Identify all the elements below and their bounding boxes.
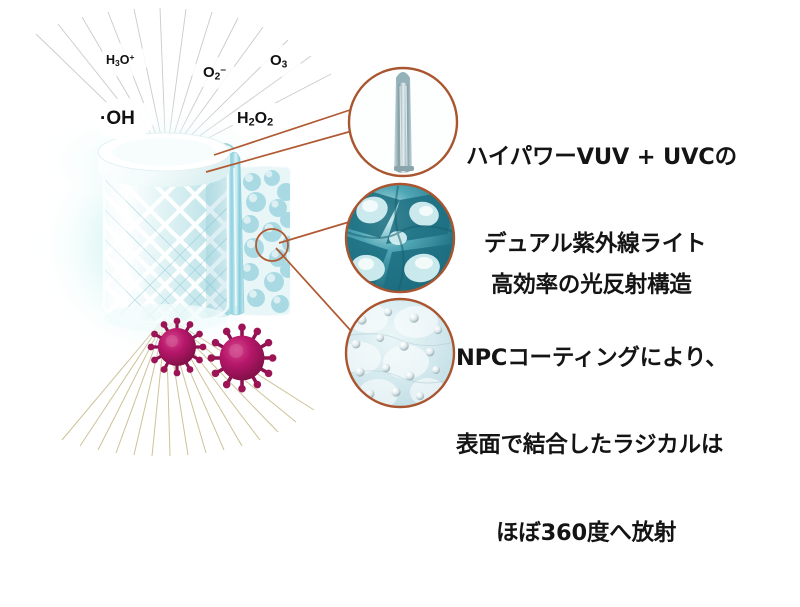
caption-npc-line-1: NPCコーティングにより、 xyxy=(456,344,728,371)
molecule-label-o2-superoxide: O2– xyxy=(203,64,227,83)
diagram-canvas: H3O+ O2– O3 ·OH H2O2 ハイパワーVUV + UVCの デュア… xyxy=(34,7,782,546)
caption-reflector: 高効率の光反射構造 xyxy=(466,212,782,358)
molecule-label-hydroxyl-radical: ·OH xyxy=(100,108,135,129)
reflector-marker-circle xyxy=(255,228,289,262)
caption-npc-line-2: 表面で結合したラジカルは xyxy=(456,432,724,459)
callout-reflector[interactable] xyxy=(344,182,456,294)
cutaway-panel xyxy=(236,163,294,319)
caption-npc-coating: NPCコーティングにより、 表面で結合したラジカルは ほぼ360度へ放射 xyxy=(456,285,786,607)
caption-uv-lamp-line-1: ハイパワーVUV + UVCの xyxy=(466,143,737,170)
callout-uv-lamp[interactable] xyxy=(347,66,459,178)
caption-reflector-line-1: 高効率の光反射構造 xyxy=(491,271,692,298)
callout-leader-lines xyxy=(205,109,353,333)
caption-npc-line-3: ほぼ360度へ放射 xyxy=(496,520,677,546)
caption-uv-lamp-line-2: デュアル紫外線ライト xyxy=(484,231,707,258)
molecule-label-halos xyxy=(94,43,301,141)
virus-particle xyxy=(147,317,277,393)
reactor-top-cap xyxy=(97,132,231,187)
molecule-label-h2o2: H2O2 xyxy=(237,110,274,129)
callout-npc-coating[interactable] xyxy=(339,297,456,409)
caption-uv-lamp: ハイパワーVUV + UVCの デュアル紫外線ライト xyxy=(466,84,782,318)
molecule-label-h3o: H3O+ xyxy=(106,52,135,68)
molecule-label-o3-ozone: O3 xyxy=(270,52,288,71)
illustration xyxy=(34,7,459,457)
